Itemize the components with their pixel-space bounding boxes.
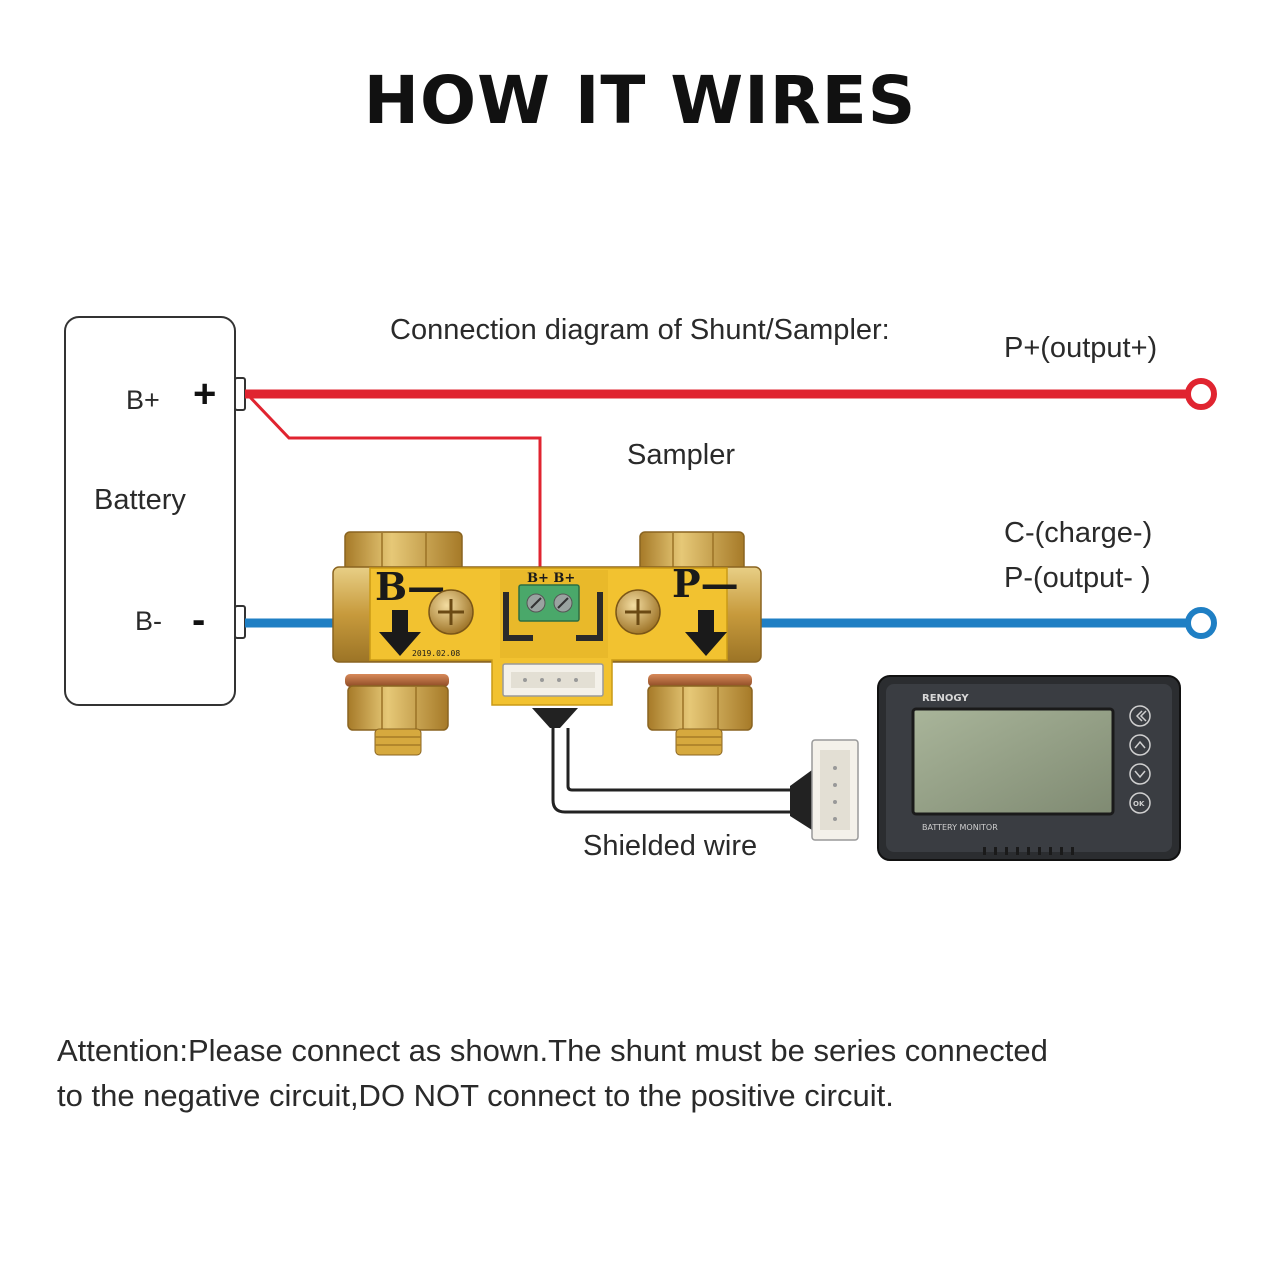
positive-output-label: P+(output+) (1004, 332, 1158, 364)
monitor-lcd-screen (911, 707, 1115, 816)
right-bottom-bolt (647, 674, 753, 756)
negative-output-ring (1185, 607, 1217, 639)
shunt-right-top-nut (639, 531, 745, 573)
attention-line-2: to the negative circuit,DO NOT connect t… (57, 1078, 894, 1113)
shielded-wire (551, 728, 790, 814)
battery-neg-symbol: - (192, 598, 206, 642)
shielded-wire-label: Shielded wire (583, 830, 758, 862)
monitor-white-connector (811, 739, 859, 841)
battery-neg-terminal (234, 605, 246, 639)
diagram-caption: Connection diagram of Shunt/Sampler: (390, 314, 890, 346)
pcb-trace-right (576, 592, 603, 641)
right-shunt-screw (615, 589, 661, 635)
battery-label: Battery (94, 484, 186, 516)
page-title: HOW IT WIRES (363, 62, 917, 139)
charge-negative-label: C-(charge-) (1004, 517, 1153, 549)
monitor-model-label: BATTERY MONITOR (922, 823, 998, 832)
svg-text:OK: OK (1133, 800, 1145, 808)
monitor-ok-button-icon: OK (1129, 792, 1151, 814)
pcb-white-connector (502, 663, 604, 697)
terminal-block-marking: B+ B+ (527, 571, 575, 586)
wire-boot-right (790, 770, 812, 830)
monitor-brand-logo: RENOGY (922, 693, 969, 704)
sampler-sense-wire (245, 392, 542, 572)
monitor-vent-slots (983, 847, 1074, 855)
battery-monitor: RENOGY BATTERY MONITOR OK (877, 675, 1181, 861)
left-bottom-bolt (345, 674, 449, 756)
wire-boot-top (532, 708, 578, 728)
battery-pos-terminal (234, 377, 246, 411)
output-negative-label: P-(output- ) (1004, 562, 1151, 594)
monitor-down-button-icon (1129, 763, 1151, 785)
shunt-marking-p: P— (672, 561, 739, 606)
battery-neg-terminal-label: B- (135, 606, 162, 636)
battery-box (64, 316, 236, 706)
left-down-arrow-icon (379, 610, 421, 656)
sampler-label: Sampler (627, 439, 735, 471)
attention-line-1: Attention:Please connect as shown.The sh… (57, 1033, 1048, 1068)
green-terminal-block (518, 584, 580, 622)
pcb-date-marking: 2019.02.08 (412, 649, 460, 658)
right-down-arrow-icon (685, 610, 727, 656)
monitor-up-button-icon (1129, 734, 1151, 756)
monitor-back-button-icon (1129, 705, 1151, 727)
battery-pos-terminal-label: B+ (126, 385, 160, 415)
left-shunt-screw (428, 589, 474, 635)
pcb-trace-left (503, 592, 533, 641)
battery-pos-symbol: + (193, 372, 217, 416)
positive-output-ring (1185, 378, 1217, 410)
